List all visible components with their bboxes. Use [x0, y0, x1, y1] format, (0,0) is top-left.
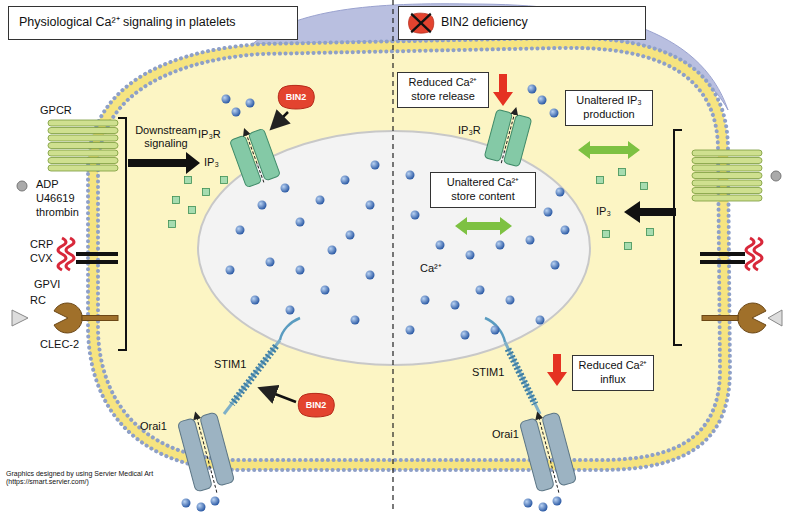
stim1-protein — [224, 318, 540, 414]
ligand-dot — [17, 181, 27, 191]
calcium-store — [198, 131, 590, 365]
effect-box: Unaltered Ca²⁺ store content — [430, 172, 536, 208]
effect-box: Unaltered IP₃ production — [565, 90, 653, 126]
ip3r-channel — [484, 104, 533, 167]
signal-arrow — [128, 152, 200, 174]
component-label: CLEC-2 — [40, 338, 79, 351]
rc-ligand — [768, 310, 782, 326]
decrease-arrow — [547, 354, 567, 386]
orai1-channel — [518, 408, 578, 498]
bin2-arrow — [262, 389, 296, 402]
protein-blob: BIN2 — [296, 392, 336, 418]
component-label: thrombin — [36, 206, 79, 219]
component-label: IP₃ — [204, 156, 219, 169]
component-label: U46619 — [36, 192, 75, 205]
crp-ligand — [746, 238, 762, 270]
effect-box: Reduced Ca²⁺ store release — [397, 72, 489, 108]
box-text: Physiological Ca²⁺ signaling in platelet… — [19, 15, 236, 31]
component-label: GPCR — [40, 104, 72, 117]
protein-name: BIN2 — [306, 401, 327, 410]
gpvi-receptor — [700, 252, 745, 264]
bracket — [674, 130, 682, 345]
effect-box: Reduced Ca²⁺ influx — [572, 355, 654, 391]
calcium-ion — [182, 85, 570, 512]
protein-blob: BIN2 — [276, 84, 316, 110]
box-text: Reduced Ca²⁺ influx — [578, 359, 648, 387]
clec2-receptor — [702, 303, 766, 333]
component-label: STIM1 — [472, 366, 504, 379]
protein-blob-shape — [278, 85, 314, 109]
gpvi-receptor — [76, 252, 118, 264]
rc-ligand — [12, 310, 28, 326]
ligand-dot — [771, 171, 781, 181]
protein-blob-shape — [407, 12, 435, 34]
box-text: Reduced Ca²⁺ store release — [403, 76, 483, 104]
box-text: Unaltered IP₃ production — [571, 94, 647, 122]
component-label: Orai1 — [492, 428, 519, 441]
gpcr-receptor — [692, 150, 762, 201]
crp-ligand — [58, 238, 74, 270]
component-label: ADP — [36, 178, 59, 191]
panel-heading: Physiological Ca²⁺ signaling in platelet… — [8, 6, 298, 40]
protein-blob-shape — [409, 13, 434, 33]
signal-arrow — [624, 201, 676, 223]
component-label: GPVI — [34, 278, 60, 291]
clec2-receptor — [54, 303, 118, 333]
orai1-channel — [176, 408, 236, 498]
component-label: STIM1 — [214, 358, 246, 371]
bracket — [118, 118, 126, 350]
component-label: RC — [30, 294, 46, 307]
component-label: IP₃R — [198, 128, 221, 141]
gpcr-receptor — [48, 120, 118, 171]
component-label: IP₃ — [596, 205, 611, 218]
decrease-arrow — [493, 74, 513, 106]
box-text: Unaltered Ca²⁺ store content — [436, 176, 530, 204]
box-text: BIN2 deficiency — [441, 15, 528, 31]
bin2-arrow — [273, 112, 288, 127]
component-label: CRP — [30, 238, 53, 251]
protein-blob-shape — [298, 393, 334, 417]
ip3r-channel — [228, 124, 281, 189]
protein-name: BIN2 — [286, 93, 307, 102]
ip3-molecule — [169, 169, 654, 250]
cell-rim — [88, 38, 730, 470]
component-label: Ca²⁺ — [420, 262, 442, 275]
cross-mark — [411, 14, 431, 33]
component-label: IP₃R — [458, 124, 481, 137]
cytosol — [98, 48, 720, 460]
membrane — [88, 38, 730, 470]
unchanged-arrow — [455, 217, 512, 235]
component-label: Downstream signaling — [128, 124, 204, 150]
component-label: Orai1 — [140, 420, 167, 433]
panel-heading: BIN2 deficiency — [398, 6, 646, 40]
component-label: CVX — [30, 252, 53, 265]
membrane — [98, 48, 720, 460]
unchanged-arrow — [578, 141, 640, 159]
credit-note: Graphics designed by using Servier Medic… — [6, 470, 182, 487]
divider-line — [392, 0, 393, 513]
